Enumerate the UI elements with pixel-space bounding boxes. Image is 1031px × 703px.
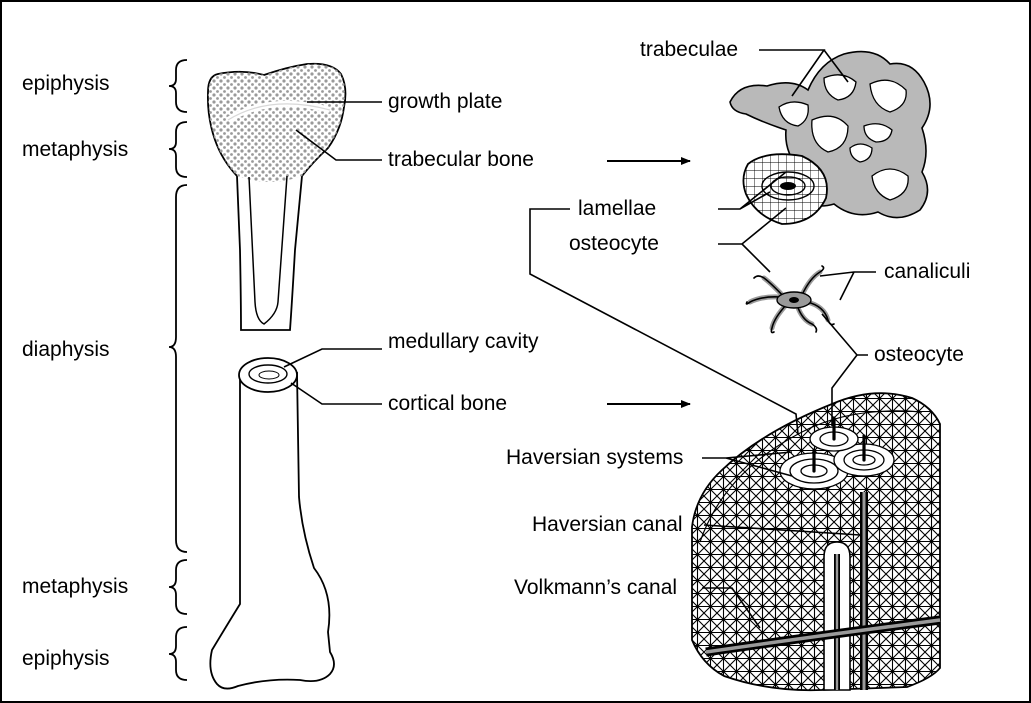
label-osteocyte-1: osteocyte	[569, 232, 659, 256]
label-medullary-cavity: medullary cavity	[388, 330, 539, 354]
label-volkmanns-canal: Volkmann’s canal	[514, 576, 677, 600]
label-cortical-bone: cortical bone	[388, 392, 507, 416]
lamellae-drawing	[743, 154, 827, 224]
label-haversian-canal: Haversian canal	[532, 513, 683, 537]
leader-canaliculi	[820, 272, 876, 300]
upper-bone-drawing	[208, 64, 346, 330]
label-metaphysis-bottom: metaphysis	[22, 575, 128, 599]
lower-bone-drawing	[210, 358, 334, 689]
brace-metaphysis-top	[169, 122, 187, 177]
leader-cortical-bone	[291, 383, 382, 404]
label-canaliculi: canaliculi	[884, 260, 970, 284]
brace-epiphysis-bottom	[169, 627, 187, 680]
cortical-bone-block-drawing	[692, 393, 940, 690]
leader-medullary-cavity	[284, 349, 382, 367]
label-trabecular-bone: trabecular bone	[388, 148, 534, 172]
region-braces	[169, 60, 187, 680]
label-haversian-systems: Haversian systems	[506, 446, 683, 470]
brace-epiphysis-top	[169, 60, 187, 112]
label-epiphysis-top: epiphysis	[22, 72, 110, 96]
brace-diaphysis	[169, 185, 187, 552]
label-growth-plate: growth plate	[388, 90, 502, 114]
label-diaphysis: diaphysis	[22, 338, 110, 362]
label-lamellae: lamellae	[578, 197, 656, 221]
label-osteocyte-2: osteocyte	[874, 343, 964, 367]
brace-metaphysis-bottom	[169, 560, 187, 614]
label-trabeculae: trabeculae	[640, 38, 738, 62]
label-metaphysis-top: metaphysis	[22, 138, 128, 162]
label-epiphysis-bottom: epiphysis	[22, 647, 110, 671]
